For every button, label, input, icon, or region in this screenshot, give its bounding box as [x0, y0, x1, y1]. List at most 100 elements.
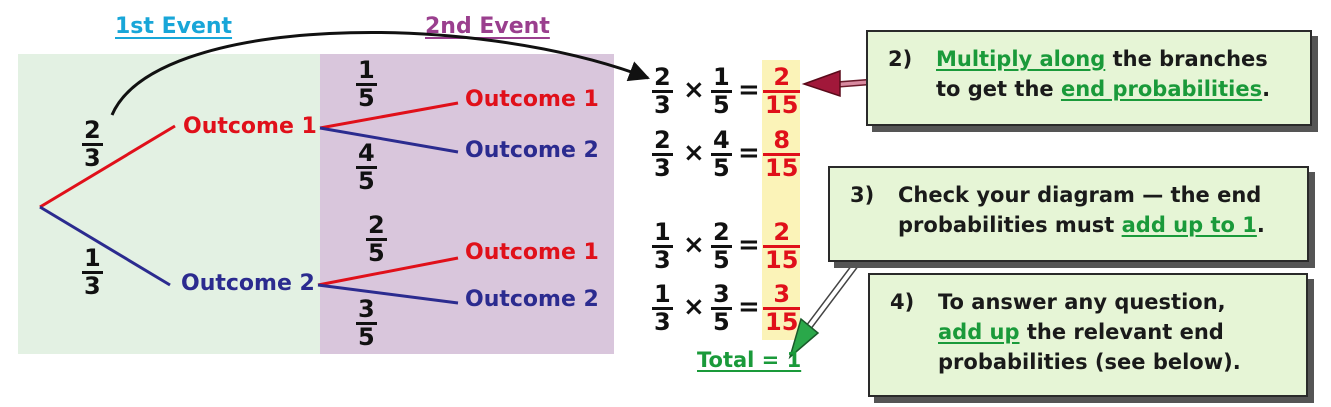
curved-arrow [110, 31, 650, 116]
fraction-bar [356, 83, 377, 86]
fraction-second-3: 2 5 [366, 213, 387, 266]
fraction-denominator: 3 [654, 246, 671, 274]
times-sign: × [683, 138, 705, 168]
fraction-bar [652, 90, 673, 93]
note-link: end probabilities [1060, 77, 1263, 101]
first-event-heading: 1st Event [115, 14, 233, 39]
fraction-denominator: 15 [765, 91, 799, 119]
fraction-bar [763, 153, 801, 156]
note-line: the branches [1105, 47, 1268, 71]
fraction-numerator: 2 [773, 63, 791, 91]
fraction-bar [711, 245, 732, 248]
times-sign: × [683, 230, 705, 260]
note-step: 3) [850, 183, 875, 207]
fraction-denominator: 5 [713, 91, 730, 119]
fraction-numerator: 1 [84, 244, 101, 272]
fraction-bar [711, 153, 732, 156]
fraction-denominator: 5 [368, 239, 385, 267]
fraction-numerator: 1 [713, 63, 730, 91]
equals-sign: = [738, 138, 760, 168]
note-line: . [1262, 77, 1271, 101]
fraction-bar [82, 143, 103, 146]
branch-o2-o1 [317, 256, 459, 287]
fraction-numerator: 2 [654, 126, 671, 154]
note-link: Multiply along [936, 47, 1106, 71]
equals-sign: = [738, 292, 760, 322]
fraction-bar [366, 238, 387, 241]
second-outcome-3: Outcome 1 [465, 240, 599, 265]
fraction-denominator: 5 [358, 323, 375, 351]
fraction-numerator: 2 [368, 211, 385, 239]
fraction-bar [82, 271, 103, 274]
fraction-numerator: 2 [773, 218, 791, 246]
fraction-denominator: 3 [84, 272, 101, 300]
note-line: Check your diagram — the end [898, 183, 1262, 207]
note-line: probabilities (see below). [938, 350, 1241, 374]
fraction-numerator: 8 [773, 126, 791, 154]
fraction-denominator: 3 [654, 154, 671, 182]
branch-outcome1 [39, 124, 176, 209]
equals-sign: = [738, 75, 760, 105]
fraction-second-1: 1 5 [356, 58, 377, 111]
second-outcome-2: Outcome 2 [465, 138, 599, 163]
fraction-numerator: 2 [84, 116, 101, 144]
times-sign: × [683, 75, 705, 105]
fraction-bar [652, 307, 673, 310]
fraction-numerator: 1 [358, 56, 375, 84]
fraction-denominator: 5 [713, 246, 730, 274]
branch-o1-o2 [319, 126, 459, 154]
note-text: To answer any question, add up the relev… [938, 287, 1296, 377]
note-line: probabilities must [898, 213, 1122, 237]
second-event-region [320, 54, 614, 354]
fraction-bar [356, 322, 377, 325]
second-outcome-1: Outcome 1 [465, 87, 599, 112]
total-label: Total = 1 [697, 348, 802, 372]
note-step: 4) [890, 290, 915, 314]
fraction-numerator: 3 [713, 280, 730, 308]
fraction-bar [652, 245, 673, 248]
fraction-numerator: 3 [773, 280, 791, 308]
note-text: Check your diagram — the end probabiliti… [898, 180, 1297, 240]
fraction-bar [763, 307, 801, 310]
first-outcome-1: Outcome 1 [183, 114, 317, 139]
branch-outcome2 [39, 205, 171, 287]
note-answer: 4) To answer any question, add up the re… [868, 273, 1308, 397]
fraction-denominator: 5 [713, 154, 730, 182]
first-event-region [18, 54, 320, 354]
fraction-denominator: 3 [654, 308, 671, 336]
fraction-bar [356, 166, 377, 169]
fraction-denominator: 5 [358, 84, 375, 112]
result-highlight [762, 60, 800, 340]
fraction-bar [711, 90, 732, 93]
fraction-numerator: 4 [713, 126, 730, 154]
times-sign: × [683, 292, 705, 322]
fraction-denominator: 3 [84, 144, 101, 172]
fraction-numerator: 1 [654, 280, 671, 308]
first-outcome-2: Outcome 2 [181, 271, 315, 296]
second-outcome-4: Outcome 2 [465, 287, 599, 312]
fraction-numerator: 1 [654, 218, 671, 246]
note-link: add up [938, 320, 1020, 344]
note-line: To answer any question, [938, 290, 1226, 314]
fraction-bar [711, 307, 732, 310]
fraction-numerator: 2 [654, 63, 671, 91]
fraction-denominator: 15 [765, 308, 799, 336]
branch-o1-o1 [319, 101, 459, 130]
branch-o2-o2 [317, 283, 459, 305]
fraction-denominator: 15 [765, 246, 799, 274]
note-link: add up to 1 [1121, 213, 1257, 237]
note-text: Multiply along the branches to get the e… [936, 44, 1300, 104]
equals-sign: = [738, 230, 760, 260]
note-line: . [1256, 213, 1265, 237]
fraction-numerator: 3 [358, 295, 375, 323]
